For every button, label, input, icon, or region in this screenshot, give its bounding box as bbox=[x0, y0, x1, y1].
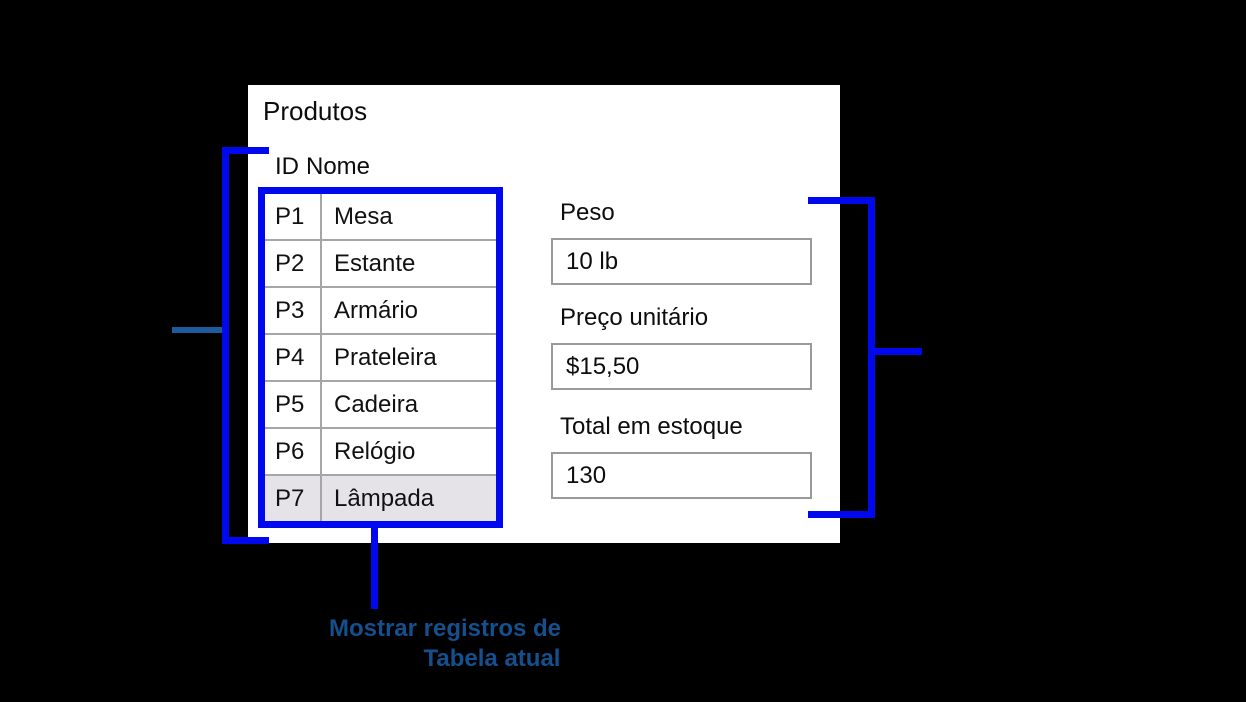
table-row-highlighted[interactable]: P7 Lâmpada bbox=[265, 476, 496, 521]
left-bracket-bottom-arm bbox=[222, 537, 269, 544]
cell-name: Prateleira bbox=[334, 343, 437, 371]
cell-name: Lâmpada bbox=[334, 484, 435, 512]
records-table: P1 Mesa P2 Estante P3 Armário P4 Pratele… bbox=[258, 187, 503, 528]
cell-name: Armário bbox=[334, 296, 419, 324]
cell-name: Mesa bbox=[334, 202, 393, 230]
peso-input[interactable]: 10 lb bbox=[551, 238, 812, 285]
right-bracket-vertical bbox=[868, 197, 875, 518]
right-bracket-top-arm bbox=[808, 197, 875, 204]
column-header-id: ID bbox=[275, 153, 299, 180]
cell-id: P7 bbox=[265, 476, 322, 521]
cell-id: P4 bbox=[265, 335, 322, 380]
cell-name: Relógio bbox=[334, 437, 416, 465]
left-bracket-top-arm bbox=[222, 147, 269, 154]
table-row[interactable]: P1 Mesa bbox=[265, 194, 496, 241]
table-row[interactable]: P3 Armário bbox=[265, 288, 496, 335]
cell-id: P2 bbox=[265, 241, 322, 286]
page-title: Produtos bbox=[263, 96, 368, 126]
total-em-estoque-input[interactable]: 130 bbox=[551, 452, 812, 499]
field-label-peso: Peso bbox=[560, 199, 615, 226]
table-row[interactable]: P5 Cadeira bbox=[265, 382, 496, 429]
caption-line-1: Mostrar registros de bbox=[328, 615, 562, 642]
table-caption-connector-line bbox=[371, 521, 378, 609]
left-bracket-vertical bbox=[222, 147, 229, 544]
field-label-preco-unitario: Preço unitário bbox=[560, 304, 709, 331]
table-row[interactable]: P2 Estante bbox=[265, 241, 496, 288]
preco-unitario-input[interactable]: $15,50 bbox=[551, 343, 812, 390]
cell-id: P5 bbox=[265, 382, 322, 427]
field-label-total-em-estoque: Total em estoque bbox=[560, 413, 743, 440]
table-row[interactable]: P6 Relógio bbox=[265, 429, 496, 476]
right-bracket-bottom-arm bbox=[808, 511, 875, 518]
cell-name: Estante bbox=[334, 249, 416, 277]
cell-name: Cadeira bbox=[334, 390, 419, 418]
cell-id: P3 bbox=[265, 288, 322, 333]
cell-id: P6 bbox=[265, 429, 322, 474]
right-bracket-pointer-stub bbox=[875, 348, 922, 355]
cell-id: P1 bbox=[265, 194, 322, 239]
table-row[interactable]: P4 Prateleira bbox=[265, 335, 496, 382]
column-header-nome: Nome bbox=[306, 153, 371, 180]
caption-line-2: Tabela atual bbox=[423, 645, 561, 672]
left-bracket-pointer-stub bbox=[172, 327, 222, 333]
